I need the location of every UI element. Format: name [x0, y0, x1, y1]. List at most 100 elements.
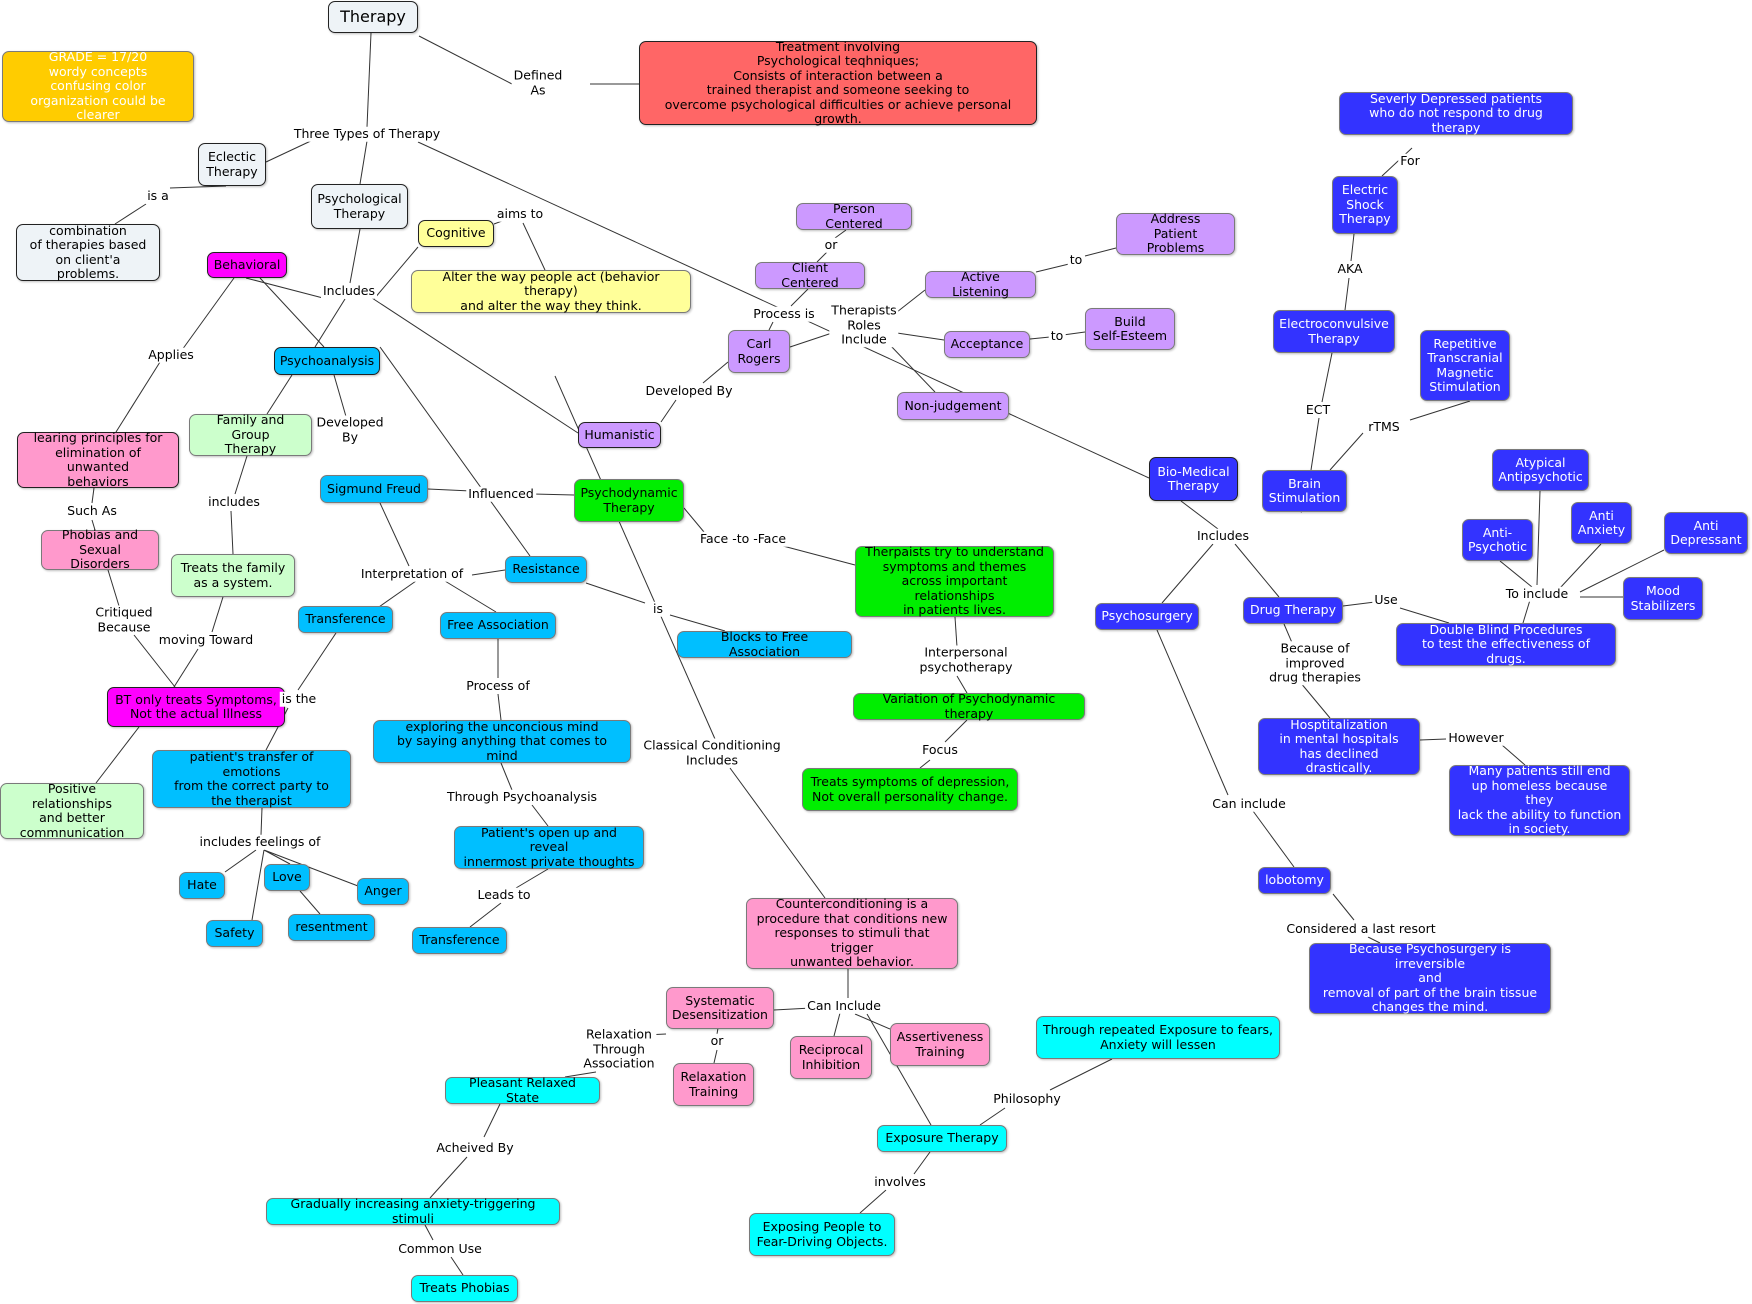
connector-line [1029, 336, 1051, 340]
node-hate[interactable]: Hate [179, 872, 225, 899]
connector-line [1332, 893, 1355, 921]
node-anger[interactable]: Anger [357, 878, 409, 905]
node-person-centered[interactable]: Person Centered [796, 201, 912, 230]
node-psychodynamic-therapy[interactable]: Psychodynamic Therapy [574, 479, 684, 522]
node-positive-relationships[interactable]: Positive relationships and better commnu… [0, 781, 144, 839]
connector-line [349, 228, 361, 284]
node-therapy-definition[interactable]: Treatment involving Psychological teqhni… [639, 39, 1037, 126]
node-exposure-therapy[interactable]: Exposure Therapy [877, 1125, 1007, 1152]
node-phobias-sexual-disorders[interactable]: Phobias and Sexual Disorders [41, 528, 159, 571]
node-severely-depressed[interactable]: Severly Depressed patients who do not re… [1339, 91, 1573, 135]
node-lobotomy[interactable]: lobotomy [1258, 867, 1331, 894]
node-acceptance[interactable]: Acceptance [944, 331, 1030, 358]
node-alter-behavior-thinking[interactable]: Alter the way people act (behavior thera… [411, 269, 691, 313]
node-anti-psychotic[interactable]: Anti- Psychotic [1462, 519, 1533, 561]
node-combination[interactable]: combination of therapies based on client… [16, 223, 160, 281]
node-repeated-exposure[interactable]: Through repeated Exposure to fears, Anxi… [1036, 1016, 1280, 1059]
node-patients-open-up[interactable]: Patient's open up and reveal innermost p… [454, 825, 644, 869]
node-brain-stimulation[interactable]: Brain Stimulation [1262, 470, 1347, 512]
node-transference[interactable]: Transference [298, 606, 393, 633]
label-to-self-esteem: to [1048, 327, 1066, 344]
node-carl-rogers[interactable]: Carl Rogers [728, 330, 790, 373]
node-transference-description[interactable]: patient's transfer of emotions from the … [152, 749, 351, 808]
node-exposing-people[interactable]: Exposing People to Fear-Driving Objects. [749, 1213, 895, 1256]
node-build-self-esteem[interactable]: Build Self-Esteem [1085, 308, 1175, 350]
node-gradually-increasing[interactable]: Gradually increasing anxiety-triggering … [266, 1196, 560, 1225]
connector-line [660, 399, 677, 423]
node-mood-stabilizers[interactable]: Mood Stabilizers [1623, 577, 1703, 620]
node-counterconditioning[interactable]: Counterconditioning is a procedure that … [746, 897, 958, 969]
node-many-patients-homeless[interactable]: Many patients still end up homeless beca… [1449, 764, 1630, 836]
node-family-group-therapy[interactable]: Family and Group Therapy [189, 413, 312, 456]
label-aka: AKA [1335, 260, 1365, 277]
node-free-association[interactable]: Free Association [440, 612, 556, 639]
node-electric-shock-therapy[interactable]: Electric Shock Therapy [1332, 176, 1398, 234]
node-psychoanalysis[interactable]: Psychoanalysis [274, 347, 380, 375]
node-psychosurgery[interactable]: Psychosurgery [1095, 603, 1199, 630]
connector-line [1419, 738, 1447, 741]
connector-line [379, 346, 531, 557]
node-active-listening[interactable]: Active Listening [925, 269, 1036, 298]
connector-line [669, 614, 726, 632]
node-love[interactable]: Love [264, 864, 310, 891]
node-electroconvulsive-therapy[interactable]: Electroconvulsive Therapy [1273, 310, 1395, 353]
connector-line [251, 849, 265, 921]
label-therapists-roles-include: Therapists Roles Include [829, 302, 899, 347]
label-process-is: Process is [751, 305, 817, 322]
node-transference-result[interactable]: Transference [412, 927, 507, 954]
connector-line [371, 297, 579, 434]
node-learning-principles[interactable]: learing principles for elimination of un… [17, 430, 179, 488]
node-safety[interactable]: Safety [206, 920, 263, 947]
label-defined-as: Defined As [511, 67, 565, 98]
node-anti-anxiety[interactable]: Anti Anxiety [1571, 502, 1632, 544]
node-grade-comment[interactable]: GRADE = 17/20 wordy concepts confusing c… [2, 50, 194, 122]
node-non-judgement[interactable]: Non-judgement [897, 392, 1009, 420]
node-reciprocal-inhibition[interactable]: Reciprocal Inhibition [790, 1036, 872, 1079]
node-atypical-antipsychotic[interactable]: Atypical Antipsychotic [1492, 449, 1589, 491]
node-client-centered[interactable]: Client Centered [755, 260, 865, 289]
node-relaxation-training[interactable]: Relaxation Training [673, 1063, 754, 1106]
node-blocks-free-association[interactable]: Blocks to Free Association [677, 629, 852, 658]
node-anti-depressant[interactable]: Anti Depressant [1664, 512, 1748, 554]
node-therapists-understand[interactable]: Therpaists try to understand symptoms an… [855, 545, 1054, 617]
connector-line [716, 1027, 719, 1035]
node-bio-medical-therapy[interactable]: Bio-Medical Therapy [1149, 457, 1238, 501]
node-double-blind-procedures[interactable]: Double Blind Procedures to test the effe… [1396, 622, 1616, 666]
node-psychosurgery-irreversible[interactable]: Because Psychosurgery is irreversible an… [1309, 942, 1551, 1014]
connector-line [1035, 263, 1070, 273]
connector-line [483, 1103, 501, 1138]
node-hospitalization-declined[interactable]: Hosptitalization in mental hospitals has… [1258, 717, 1420, 775]
node-eclectic-therapy[interactable]: Eclectic Therapy [198, 143, 266, 186]
node-cognitive[interactable]: Cognitive [418, 220, 494, 247]
node-exploring-unconscious[interactable]: exploring the unconcious mind by saying … [373, 719, 631, 763]
node-address-problems[interactable]: Address Patient Problems [1116, 212, 1235, 255]
node-humanistic[interactable]: Humanistic [578, 422, 661, 448]
node-treats-family[interactable]: Treats the family as a system. [171, 554, 295, 597]
connector-line [1536, 490, 1541, 586]
connector-line [91, 487, 95, 504]
label-use: Use [1372, 591, 1400, 608]
node-treats-depression[interactable]: Treats symptoms of depression, Not overa… [802, 768, 1018, 811]
node-bt-symptoms[interactable]: BT only treats Symptoms, Not the actual … [107, 687, 285, 727]
node-repetitive-tms[interactable]: Repetitive Transcranial Magnetic Stimula… [1420, 330, 1510, 401]
connector-line [469, 902, 502, 928]
connector-line [1161, 543, 1214, 604]
node-treats-phobias[interactable]: Treats Phobias [411, 1275, 518, 1302]
node-resentment[interactable]: resentment [288, 914, 375, 941]
connector-line [816, 251, 828, 263]
node-drug-therapy[interactable]: Drug Therapy [1243, 597, 1343, 624]
connector-line [471, 569, 506, 576]
label-is: is [651, 600, 665, 617]
node-psychological-therapy[interactable]: Psychological Therapy [311, 184, 408, 229]
connector-line [181, 277, 235, 351]
node-pleasant-relaxed-state[interactable]: Pleasant Relaxed State [445, 1075, 600, 1104]
node-sigmund-freud[interactable]: Sigmund Freud [320, 475, 428, 503]
node-behavioral[interactable]: Behavioral [207, 252, 287, 278]
connector-line [424, 1224, 434, 1241]
node-systematic-desensitization[interactable]: Systematic Desensitization [666, 987, 774, 1029]
connector-line [1321, 352, 1333, 403]
node-therapy[interactable]: Therapy [328, 1, 418, 33]
node-variation-psychodynamic[interactable]: Variation of Psychodynamic therapy [853, 691, 1085, 720]
node-assertiveness-training[interactable]: Assertiveness Training [890, 1023, 990, 1066]
node-resistance[interactable]: Resistance [505, 556, 587, 583]
